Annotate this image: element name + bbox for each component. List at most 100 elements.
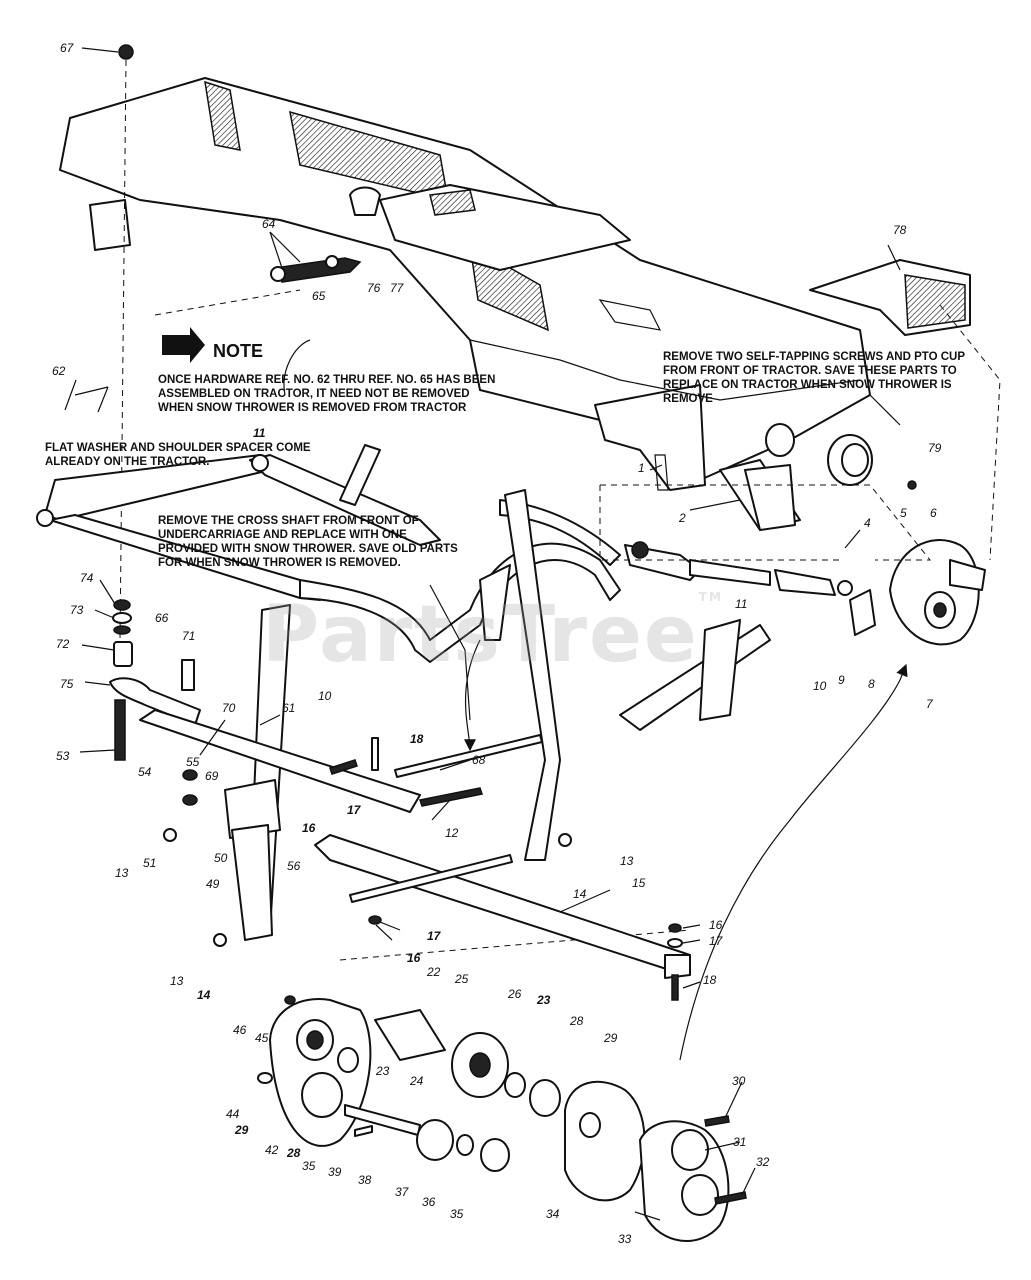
callout-34: 34 <box>546 1207 560 1221</box>
callout-73: 73 <box>70 603 84 617</box>
callout-31: 31 <box>733 1135 746 1149</box>
callout-71: 71 <box>182 629 195 643</box>
cross-shaft-arrow <box>463 639 481 752</box>
callout-14-right: 14 <box>573 887 587 901</box>
callout-50: 50 <box>214 851 228 865</box>
callout-32: 32 <box>756 1155 770 1169</box>
callout-16-right: 16 <box>709 918 723 932</box>
callout-5: 5 <box>900 506 907 520</box>
callout-78: 78 <box>893 223 907 237</box>
hardware-pointer <box>74 386 109 413</box>
small-hardware <box>163 737 683 1001</box>
callout-30: 30 <box>732 1074 746 1088</box>
callout-39: 39 <box>328 1165 342 1179</box>
callout-72: 72 <box>56 637 70 651</box>
callout-62: 62 <box>52 364 66 378</box>
callout-labels: 67 64 65 76 77 78 62 11 1 2 79 4 5 6 11 … <box>52 41 942 1246</box>
watermark: PartsTreeTM <box>262 590 723 680</box>
callout-1: 1 <box>638 461 645 475</box>
callout-28-left: 28 <box>286 1146 301 1160</box>
cross-bar-15 <box>314 834 691 979</box>
nut-67 <box>118 44 134 60</box>
callout-76: 76 <box>367 281 381 295</box>
callout-44: 44 <box>226 1107 240 1121</box>
leader-lines <box>64 231 901 1221</box>
callout-61: 61 <box>282 701 295 715</box>
callout-28-right: 28 <box>569 1014 584 1028</box>
callout-12: 12 <box>445 826 459 840</box>
cross-shaft <box>299 499 621 663</box>
washer-note: FLAT WASHER AND SHOULDER SPACER COME ALR… <box>45 442 311 468</box>
callout-13-left: 13 <box>115 866 129 880</box>
callout-38: 38 <box>358 1173 372 1187</box>
callout-15: 15 <box>632 876 646 890</box>
callout-74: 74 <box>80 571 94 585</box>
gear-housing-5-6-7 <box>849 480 986 646</box>
hardware-64-77 <box>270 255 362 283</box>
callout-77: 77 <box>390 281 405 295</box>
callout-56: 56 <box>287 859 301 873</box>
callout-53: 53 <box>56 749 70 763</box>
note-arrow-label: NOTE <box>213 341 263 361</box>
callout-23-upper: 23 <box>536 993 551 1007</box>
callout-51: 51 <box>143 856 156 870</box>
note-hook <box>283 339 311 396</box>
callout-70: 70 <box>222 701 236 715</box>
cross-shaft-pointer <box>429 584 471 721</box>
callout-46: 46 <box>233 1023 247 1037</box>
note-arrow-icon <box>162 327 205 363</box>
cable <box>679 679 901 1061</box>
callout-67: 67 <box>60 41 75 55</box>
callout-37: 37 <box>395 1185 410 1199</box>
callout-55: 55 <box>186 755 200 769</box>
hardware-note: ONCE HARDWARE REF. NO. 62 THRU REF. NO. … <box>158 374 496 414</box>
hitch-hardware <box>109 599 201 761</box>
callout-10-mid: 10 <box>318 689 332 703</box>
callout-4: 4 <box>864 516 871 530</box>
pto-shaft <box>624 541 853 596</box>
callout-65: 65 <box>312 289 326 303</box>
callout-35-right: 35 <box>450 1207 464 1221</box>
callout-69: 69 <box>205 769 219 783</box>
callout-9: 9 <box>838 673 845 687</box>
callout-35-left: 35 <box>302 1159 316 1173</box>
callout-8: 8 <box>868 677 875 691</box>
callout-17-lower: 17 <box>427 929 442 943</box>
rod-68 <box>394 734 543 778</box>
callout-68: 68 <box>472 753 486 767</box>
callout-23-lower: 23 <box>375 1064 390 1078</box>
callout-17-right: 17 <box>709 934 724 948</box>
callout-33: 33 <box>618 1232 632 1246</box>
bolt-12 <box>419 787 483 807</box>
callout-45: 45 <box>255 1031 269 1045</box>
callout-64: 64 <box>262 217 276 231</box>
callout-17-mid: 17 <box>347 803 362 817</box>
callout-29-right: 29 <box>603 1031 618 1045</box>
cable-arrow <box>896 663 908 681</box>
tractor-frame <box>59 77 871 491</box>
callout-22: 22 <box>426 965 441 979</box>
lift-arm-left <box>139 604 421 941</box>
callout-79: 79 <box>928 441 942 455</box>
callout-54: 54 <box>138 765 152 779</box>
callout-11-top: 11 <box>253 426 266 440</box>
callout-29-left: 29 <box>234 1123 249 1137</box>
cross-shaft-note: REMOVE THE CROSS SHAFT FROM FRONT OF UND… <box>158 515 458 569</box>
callout-7: 7 <box>926 697 934 711</box>
callout-13-right: 13 <box>620 854 634 868</box>
callout-16-mid: 16 <box>302 821 316 835</box>
callout-24: 24 <box>409 1074 424 1088</box>
callout-11-shaft: 11 <box>735 597 747 611</box>
callout-18-top: 18 <box>410 732 424 746</box>
lift-arm-right <box>504 489 771 861</box>
callout-75: 75 <box>60 677 74 691</box>
watermark-tm: TM <box>698 590 723 604</box>
pto-cup <box>765 423 873 486</box>
plates-1-2 <box>654 454 801 531</box>
pto-note: REMOVE TWO SELF-TAPPING SCREWS AND PTO C… <box>663 351 965 405</box>
callout-14-bottom: 14 <box>197 988 211 1002</box>
callout-25: 25 <box>454 972 469 986</box>
callout-6: 6 <box>930 506 937 520</box>
